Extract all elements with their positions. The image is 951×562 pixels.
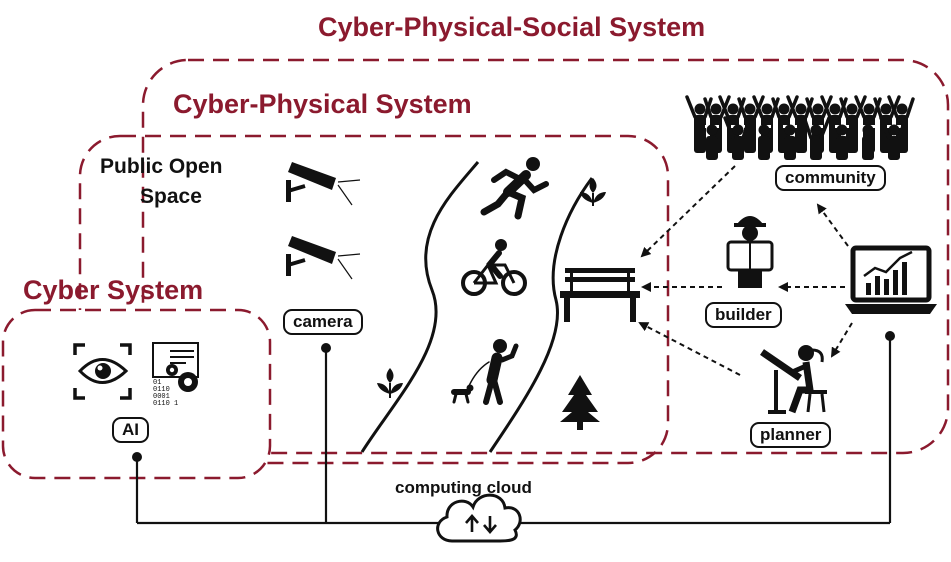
pos-label-line1: Public Open [100,155,223,178]
crowd-person-body [836,136,848,160]
crowd-person-body [694,115,706,153]
laptop-node [885,331,895,341]
crowd-person-body [795,115,807,153]
crowd-person-body [758,136,770,160]
crowd-person-head [706,124,718,136]
crowd-person-body [888,136,900,160]
code-line: 0001 [153,393,170,401]
eye-scan-icon [73,343,132,400]
crowd-person-head [829,103,841,115]
dog-walker-icon [451,339,519,405]
crowd-person-head [836,124,848,136]
crowd-person-head [812,103,824,115]
data-gear-icon [152,342,199,392]
cps-title: Cyber-Physical System [173,89,472,119]
code-line: 0110 [153,386,170,394]
crowd-person-body [706,136,718,160]
cps-frame [78,134,670,465]
community-label: community [775,165,886,191]
runner-icon [480,157,549,220]
crowd-person-head [710,103,722,115]
construction-worker-icon [726,216,774,288]
crowd-person-head [761,103,773,115]
crowd-person-body [784,136,796,160]
binary-code: 01 0110 0001 0110 1 [153,379,178,408]
crowd-person-head [896,103,908,115]
crowd-person-head [694,103,706,115]
cloud-connection-lines [135,336,892,525]
cctv-camera-icon [286,162,361,206]
cpss-title: Cyber-Physical-Social System [318,12,706,42]
crowd-person-body [810,136,822,160]
crowd-icon [685,95,915,160]
builder-label: builder [705,302,782,328]
crowd-person-head [727,103,739,115]
eye-pupil [95,363,111,379]
crowd-person-head [863,103,875,115]
crowd-person-head [732,124,744,136]
cpss-frame [141,58,950,455]
crowd-person-head [846,103,858,115]
drafting-planner-icon [760,345,827,414]
crowd-person-body [862,136,874,160]
crowd-person-head [862,124,874,136]
crowd-person-head [744,103,756,115]
code-line: 01 [153,379,161,387]
plant-icon [580,178,606,206]
crowd-person-body [846,115,858,153]
cs-title: Cyber System [23,275,204,305]
cloud-label: computing cloud [395,478,532,497]
crowd-person-head [795,103,807,115]
eye-glint [97,365,103,371]
crowd-person-arms [887,95,915,119]
crowd-person-arms [723,116,751,140]
crowd-person-head [778,103,790,115]
crowd-person-arms [873,95,901,119]
camera-node [321,343,331,353]
cloud-sync-icon [436,493,522,543]
crowd-person-arms [879,116,907,140]
camera-label: camera [283,309,363,335]
ai-node [132,452,142,462]
crowd-person-head [784,124,796,136]
crowd-person-head [758,124,770,136]
crowd-person-body [732,136,744,160]
crowd-person-head [880,103,892,115]
park-path-left [360,161,480,453]
cyclist-icon [461,239,527,296]
cctv-camera-icon [286,236,361,280]
plant-icon [377,368,403,398]
park-path-right [488,177,594,453]
code-line: 0110 1 [153,400,178,408]
crowd-person-arms [803,116,831,140]
ai-label: AI [112,417,149,443]
laptop-chart-icon [845,245,937,314]
pos-label-line2: Space [140,185,202,208]
planner-label: planner [750,422,832,448]
influence-arrows [638,165,853,376]
crowd-person-head [888,124,900,136]
crowd-person-head [810,124,822,136]
bench-icon [560,268,640,322]
tree-icon [560,375,600,430]
